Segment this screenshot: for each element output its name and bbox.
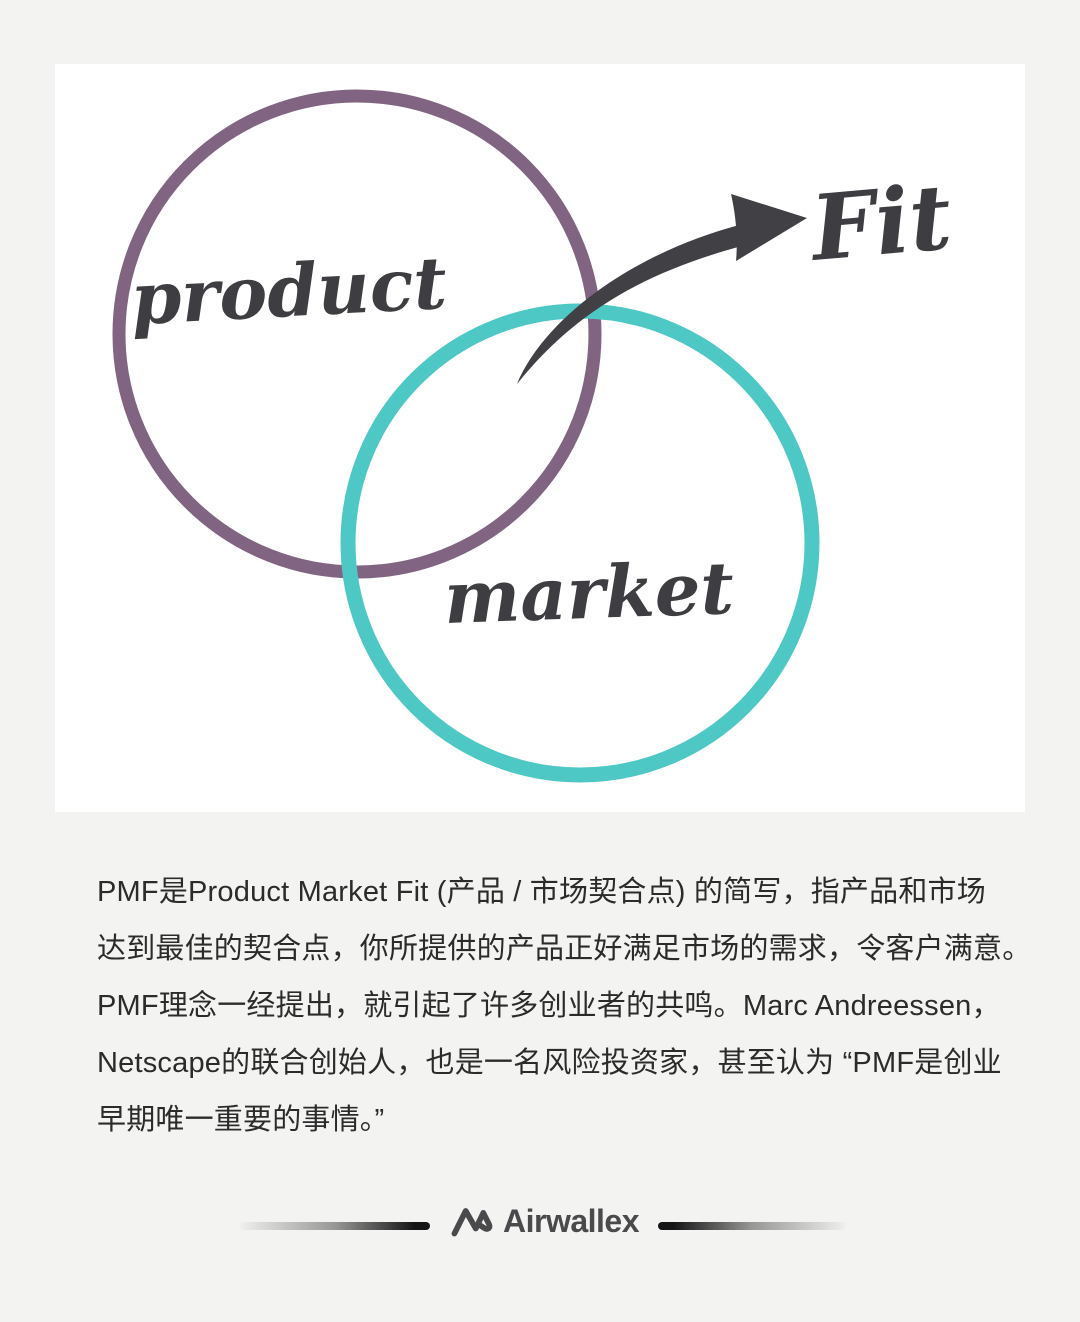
venn-diagram: product market Fit bbox=[112, 89, 956, 783]
market-circle bbox=[340, 303, 820, 783]
description-line: 达到最佳的契合点，你所提供的产品正好满足市场的需求，令客户满意。 bbox=[97, 933, 1032, 965]
fit-arrow-head bbox=[731, 194, 807, 261]
description-paragraph: PMF是Product Market Fit (产品 / 市场契合点) 的简写，… bbox=[97, 864, 1032, 1149]
fit-arrow-body bbox=[517, 225, 742, 384]
airwallex-logo-icon bbox=[451, 1208, 493, 1237]
divider-line-left bbox=[240, 1222, 430, 1230]
description-line: PMF是Product Market Fit (产品 / 市场契合点) 的简写，… bbox=[97, 876, 986, 908]
product-label: product bbox=[129, 240, 449, 341]
airwallex-logo-text: Airwallex bbox=[503, 1202, 640, 1239]
divider-line-right bbox=[658, 1222, 846, 1230]
description-line: 早期唯一重要的事情。” bbox=[97, 1104, 385, 1136]
market-label: market bbox=[443, 545, 736, 640]
airwallex-logo: Airwallex bbox=[450, 1198, 640, 1244]
description-line: Netscape的联合创始人，也是一名风险投资家，甚至认为 “PMF是创业 bbox=[97, 1047, 1002, 1079]
description-line: PMF理念一经提出，就引起了许多创业者的共鸣。Marc Andreessen， bbox=[97, 990, 1001, 1022]
diagram-card: product market Fit bbox=[55, 64, 1025, 812]
footer: Airwallex bbox=[0, 1196, 1080, 1246]
fit-label: Fit bbox=[804, 164, 955, 282]
